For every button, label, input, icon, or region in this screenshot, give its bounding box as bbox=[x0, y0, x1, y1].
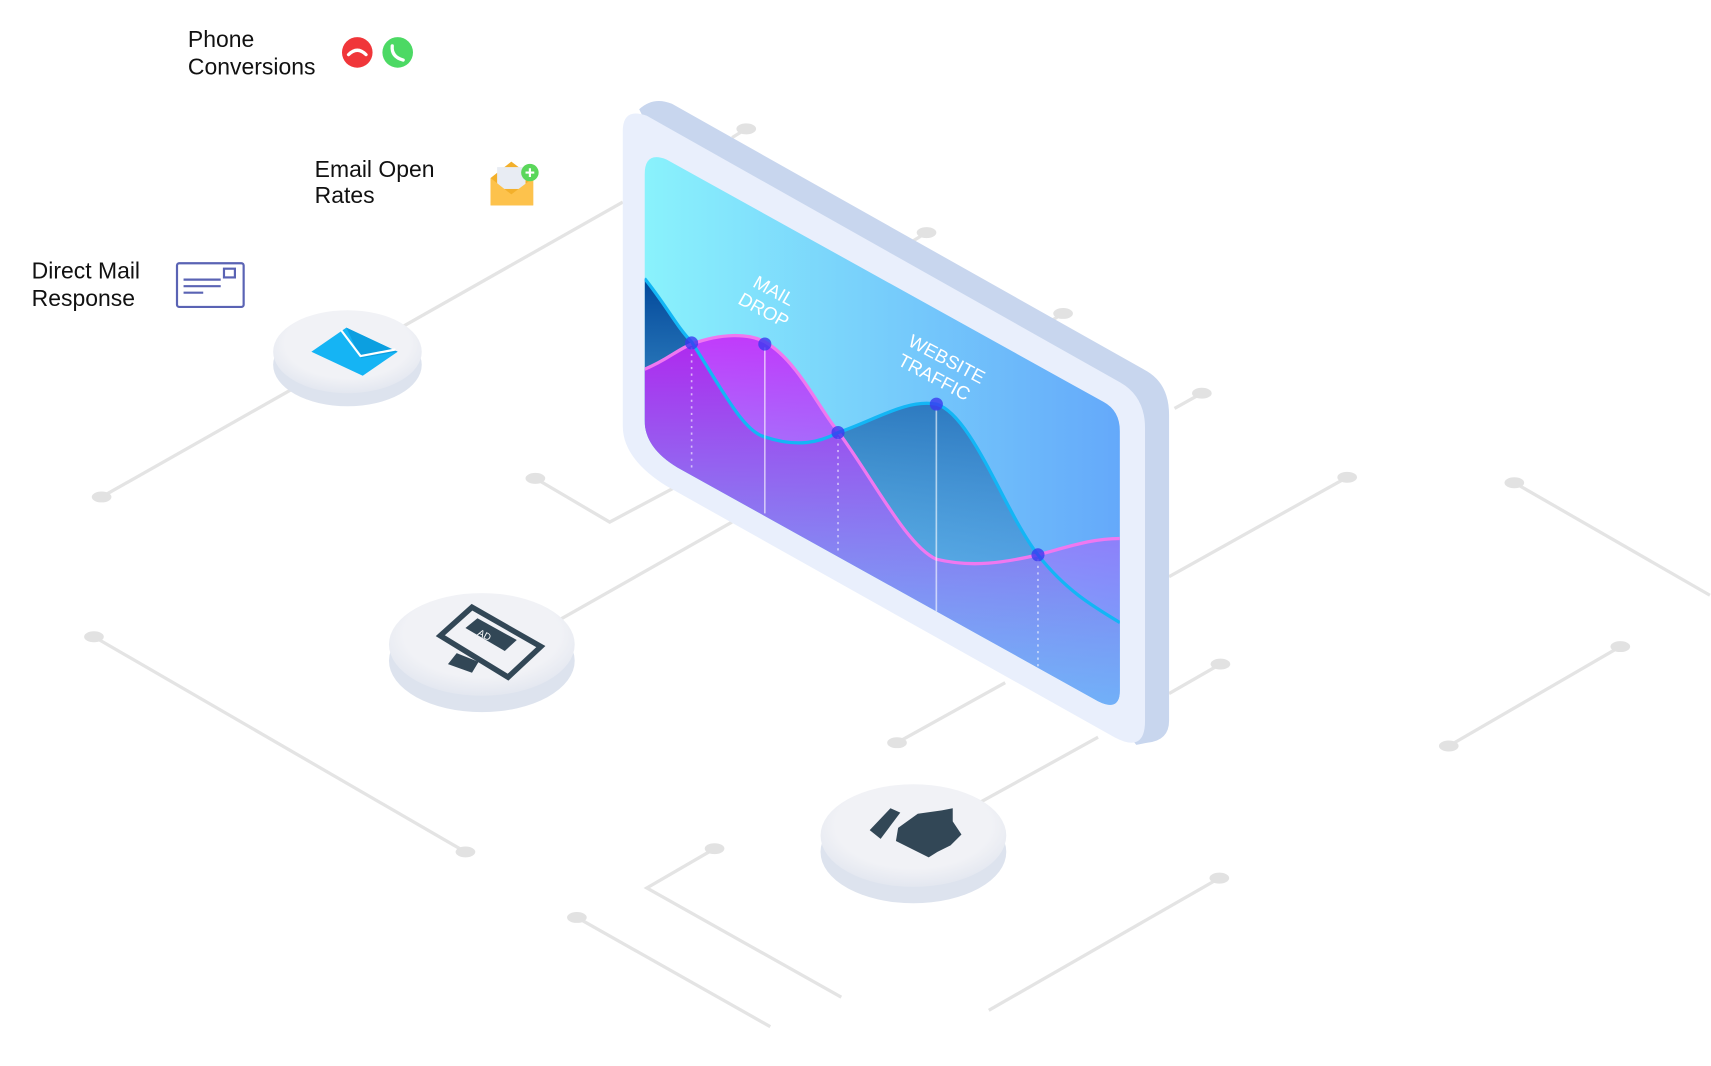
platform-thumbs-up bbox=[820, 784, 1007, 904]
connector-lines bbox=[84, 123, 1711, 1029]
thumbs-up-icon bbox=[869, 808, 962, 858]
phone-answer-icon bbox=[382, 37, 413, 68]
label-line: Rates bbox=[315, 182, 375, 208]
label-email-open-rates: Email Open Rates bbox=[315, 156, 539, 208]
label-direct-mail-response: Direct Mail Response bbox=[32, 258, 245, 311]
label-line: Email Open bbox=[315, 156, 435, 182]
open-envelope-icon bbox=[490, 161, 539, 206]
label-line: Conversions bbox=[188, 53, 316, 79]
envelope-icon bbox=[311, 327, 398, 376]
mail-card-icon bbox=[175, 262, 245, 309]
label-line: Direct Mail bbox=[32, 258, 140, 284]
label-line: Response bbox=[32, 285, 135, 311]
phone-hangup-icon bbox=[341, 37, 373, 68]
label-line: Phone bbox=[188, 26, 254, 52]
platform-ad: AD bbox=[388, 593, 575, 713]
platform-email bbox=[273, 310, 422, 407]
monitor: MAIL DROP WEBSITE TRAFFIC bbox=[622, 100, 1170, 745]
label-phone-conversions: Phone Conversions bbox=[188, 26, 413, 79]
ad-monitor-icon: AD bbox=[435, 603, 546, 681]
